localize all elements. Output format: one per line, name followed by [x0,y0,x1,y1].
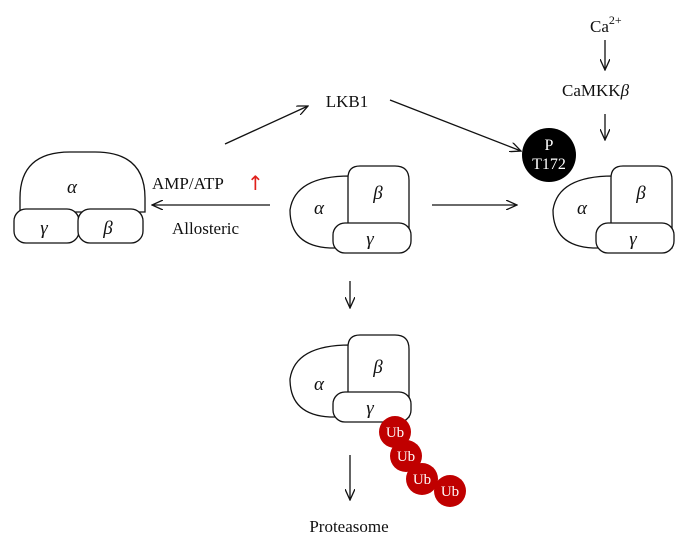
gamma-label: γ [366,229,374,250]
ubiquitin-2: Ub [390,440,422,472]
ubiquitin-3: Ub [406,463,438,495]
ubiquitin-1: Ub [379,416,411,448]
up-arrow-icon: ↑ [247,171,264,195]
beta-label: β [372,183,383,204]
ubiquitin-chain: Ub Ub Ub Ub [379,416,466,507]
alpha-subunit-dome [19,151,146,213]
arrow-lkb1-to-phospho [389,99,521,151]
beta-subunit-box [77,208,144,244]
beta-label: β [102,218,113,239]
camkk-beta-label: CaMKKβ [562,81,630,100]
gamma-label: γ [366,398,374,419]
alpha-label: α [67,177,78,198]
gamma-subunit-shape [332,222,412,254]
phospho-site-label: T172 [532,156,566,173]
svg-text:Ub: Ub [386,425,404,441]
phospho-p-label: P [545,137,554,154]
ubiquitin-4: Ub [434,475,466,507]
gamma-label: γ [629,229,637,250]
allosteric-label: Allosteric [172,219,239,238]
ampk-phosphorylated-complex: α β γ P T172 [522,128,675,254]
alpha-label: α [577,198,588,219]
alpha-label: α [314,374,325,395]
svg-text:Ub: Ub [441,484,459,500]
calcium-label: Ca2+ [590,13,622,36]
ampk-central-complex: α β γ [289,165,412,254]
gamma-subunit-shape [332,391,412,423]
amp-atp-label: AMP/ATP [152,174,224,193]
svg-text:Ub: Ub [413,472,431,488]
proteasome-label: Proteasome [309,517,388,536]
svg-text:Ub: Ub [397,449,415,465]
ampk-ubiquitinated-complex: α β γ Ub Ub Ub Ub [289,334,466,507]
beta-label: β [372,357,383,378]
gamma-label: γ [40,218,48,239]
gamma-subunit-shape [595,222,675,254]
ampk-allosteric-complex: α γ β [13,151,146,244]
phospho-t172-badge: P T172 [522,128,576,182]
beta-label: β [635,183,646,204]
phospho-circle [522,128,576,182]
arrow-to-lkb1 [224,106,308,145]
alpha-label: α [314,198,325,219]
lkb1-label: LKB1 [326,92,369,111]
